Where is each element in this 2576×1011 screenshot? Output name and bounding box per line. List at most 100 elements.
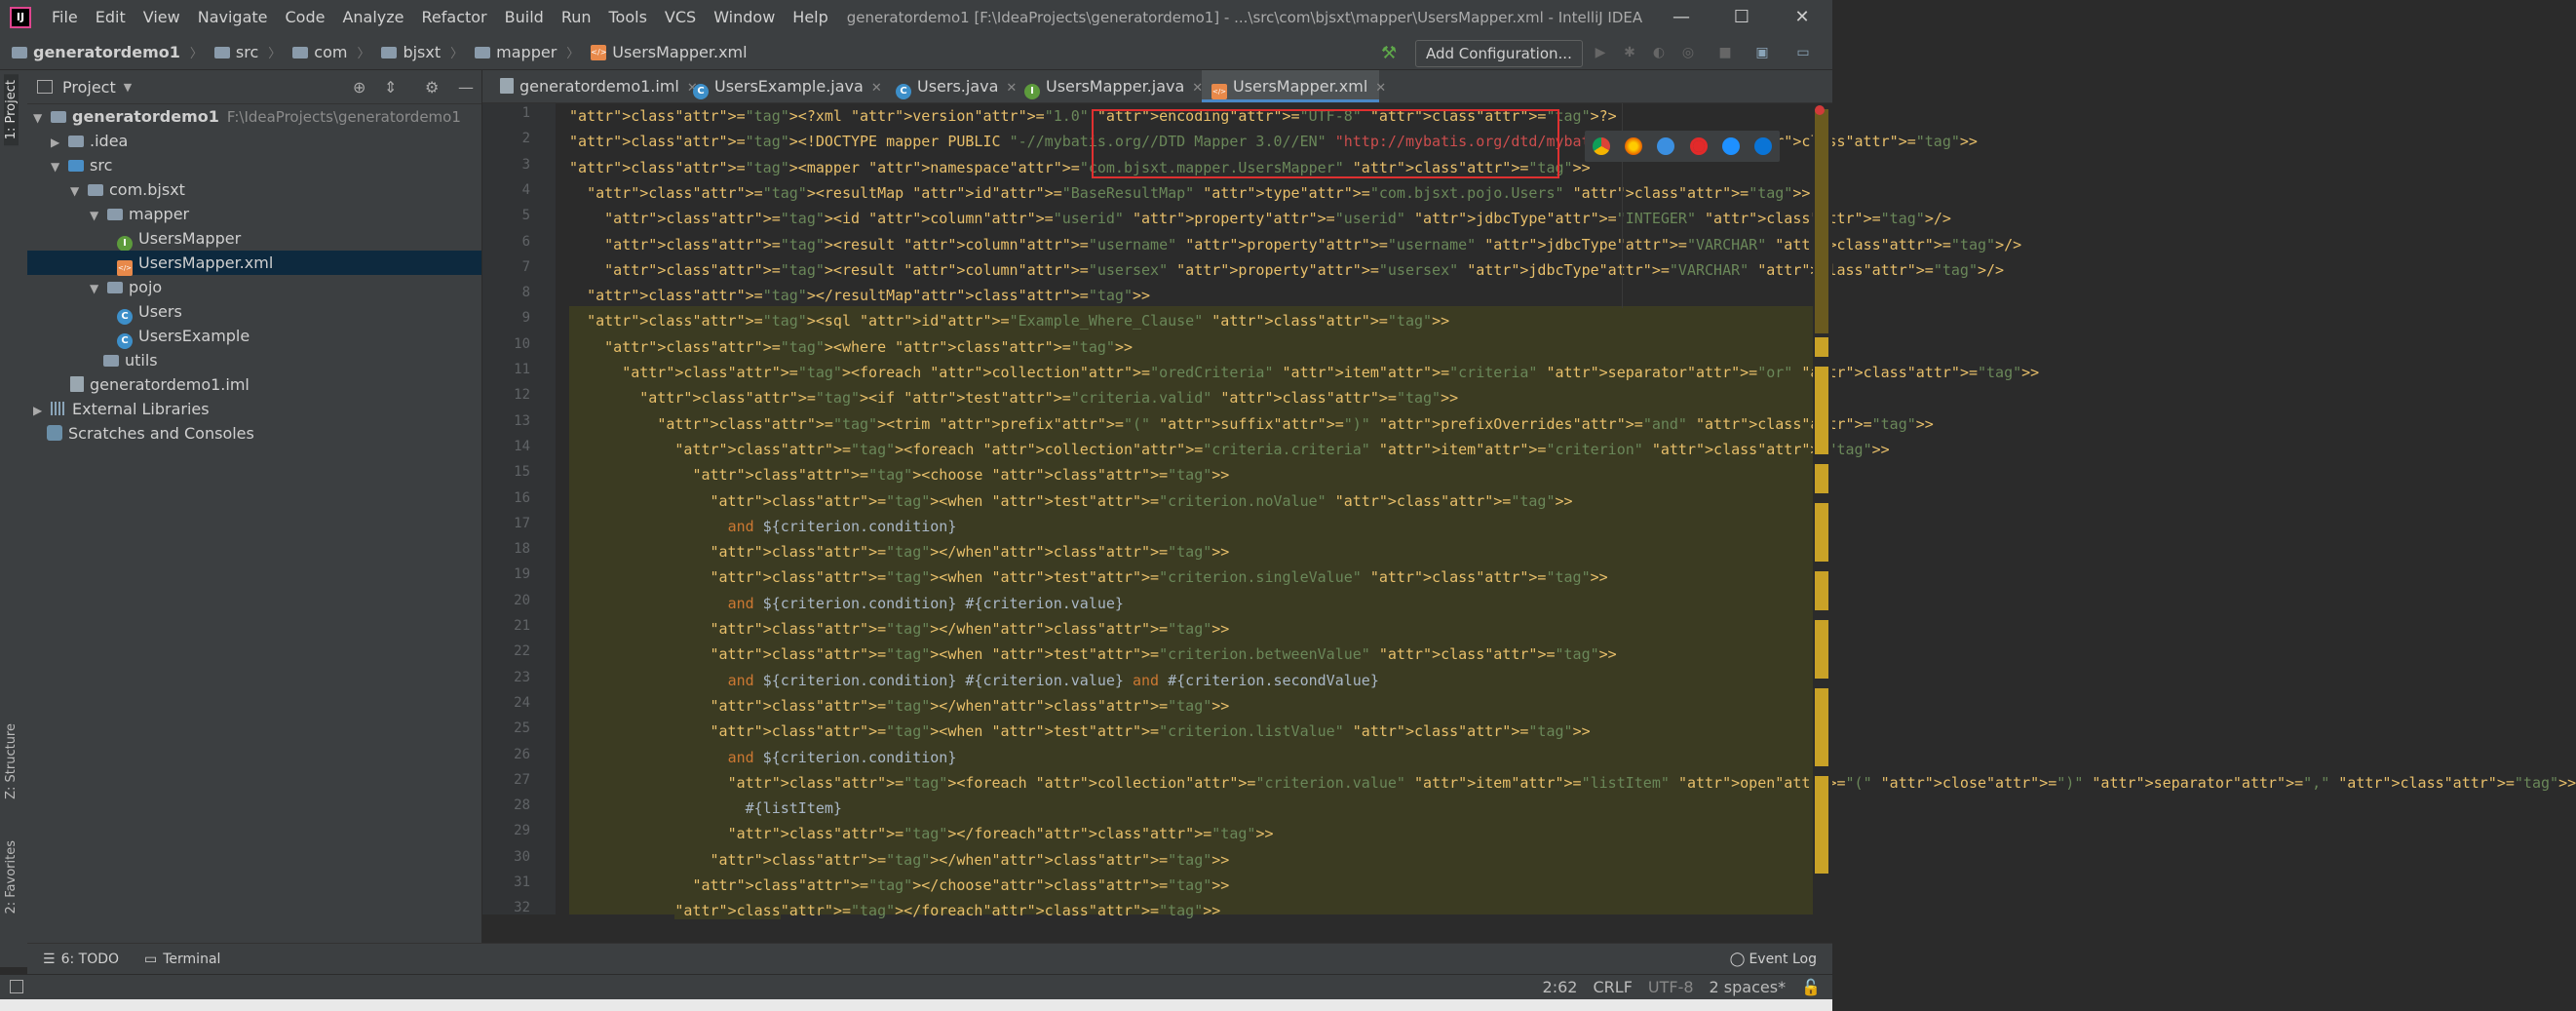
run-icon[interactable]: ▶	[1595, 45, 1606, 60]
code-line[interactable]: #{listItem}	[745, 799, 842, 818]
breadcrumb-mapper[interactable]: mapper〉	[463, 43, 579, 61]
profile-icon[interactable]: ◎	[1681, 45, 1695, 60]
close-button[interactable]: ✕	[1794, 7, 1810, 27]
code-line[interactable]: "attr">class"attr">="tag"><sql "attr">id…	[587, 312, 1450, 331]
file-encoding[interactable]: UTF-8	[1647, 978, 1694, 996]
caret-position[interactable]: 2:62	[1542, 978, 1578, 996]
code-line[interactable]: "attr">class"attr">="tag"></foreach"attr…	[674, 902, 1221, 920]
close-icon[interactable]: ✕	[1192, 81, 1204, 96]
code-line[interactable]: "attr">class"attr">="tag"></when"attr">c…	[710, 850, 1230, 869]
close-icon[interactable]: ✕	[1375, 81, 1387, 96]
code-line[interactable]: "attr">class"attr">="tag"><when "attr">t…	[710, 722, 1591, 741]
tool-windows-icon[interactable]	[10, 980, 23, 993]
tree-item-external-libraries[interactable]: ▶External Libraries	[27, 397, 481, 421]
collapse-all-icon[interactable]: ⇕	[384, 78, 398, 97]
expanded-arrow-icon[interactable]: ▼	[33, 111, 43, 125]
tree-item-idea[interactable]: ▶.idea	[27, 129, 481, 153]
code-line[interactable]: "attr">class"attr">="tag"><mapper "attr"…	[569, 158, 1591, 176]
add-configuration-button[interactable]: Add Configuration...	[1415, 40, 1583, 67]
tab-usersmapper-xml[interactable]: </>UsersMapper.xml✕	[1202, 70, 1386, 102]
breadcrumb-src[interactable]: src〉	[203, 43, 281, 61]
code-line[interactable]: "attr">class"attr">="tag"><foreach "attr…	[622, 364, 2040, 381]
firefox-icon[interactable]	[1624, 137, 1642, 155]
code-line[interactable]: "attr">class"attr">="tag"><resultMap "at…	[587, 183, 1811, 202]
tree-item-pojo[interactable]: ▼pojo	[27, 275, 481, 299]
code-line[interactable]: "attr">class"attr">="tag"><?xml "attr">v…	[569, 107, 1617, 125]
code-line[interactable]: "attr">class"attr">="tag"><result "attr"…	[604, 260, 2005, 279]
menu-analyze[interactable]: Analyze	[342, 8, 404, 26]
tree-item-utils[interactable]: utils	[27, 348, 481, 372]
code-line[interactable]: and ${criterion.condition} #{criterion.v…	[727, 594, 1124, 612]
chrome-icon[interactable]	[1592, 137, 1610, 155]
tree-item-com-bjsxt[interactable]: ▼com.bjsxt	[27, 177, 481, 202]
tab-favorites-tool[interactable]: 2: Favorites	[4, 840, 19, 914]
tab-generatordemo1-iml[interactable]: generatordemo1.iml✕	[496, 70, 698, 102]
breadcrumb-bjsxt[interactable]: bjsxt〉	[369, 43, 463, 61]
breadcrumb-project[interactable]: generatordemo1〉	[0, 43, 203, 61]
close-icon[interactable]: ✕	[686, 81, 698, 96]
debug-icon[interactable]: ✱	[1624, 45, 1635, 60]
expanded-arrow-icon[interactable]: ▼	[70, 184, 80, 198]
todo-tool-button[interactable]: ☰6: TODO	[43, 952, 119, 967]
internet-explorer-icon[interactable]	[1721, 137, 1740, 155]
menu-code[interactable]: Code	[285, 8, 326, 26]
tree-item-mapper[interactable]: ▼mapper	[27, 202, 481, 226]
code-line[interactable]: "attr">class"attr">="tag"><where "attr">…	[604, 337, 1133, 356]
opera-icon[interactable]	[1689, 137, 1708, 155]
menu-window[interactable]: Window	[713, 8, 776, 26]
collapsed-arrow-icon[interactable]: ▶	[51, 136, 60, 149]
breadcrumb-file[interactable]: </>UsersMapper.xml	[579, 43, 748, 61]
code-line[interactable]: "attr">class"attr">="tag"><choose "attr"…	[692, 466, 1230, 485]
code-line[interactable]: "attr">class"attr">="tag"></when"attr">c…	[710, 620, 1230, 638]
build-hammer-icon[interactable]: ⚒	[1381, 43, 1398, 63]
code-line[interactable]: "attr">class"attr">="tag"></resultMap"at…	[587, 287, 1151, 305]
hide-icon[interactable]: —	[458, 78, 474, 97]
tree-item-iml[interactable]: generatordemo1.iml	[27, 372, 481, 397]
terminal-icon[interactable]: ▭	[1796, 45, 1810, 60]
menu-build[interactable]: Build	[504, 8, 544, 26]
gear-icon[interactable]: ⚙	[425, 78, 440, 97]
code-line[interactable]: "attr">class"attr">="tag"><when "attr">t…	[710, 568, 1608, 587]
code-line[interactable]: "attr">class"attr">="tag"><if "attr">tes…	[639, 389, 1459, 408]
menu-view[interactable]: View	[142, 8, 180, 26]
tab-project-tool[interactable]: 1: Project	[4, 74, 19, 146]
chevron-down-icon[interactable]: ▼	[123, 80, 133, 94]
code-line[interactable]: "attr">class"attr">="tag"></when"attr">c…	[710, 696, 1230, 715]
code-line[interactable]: "attr">class"attr">="tag"><when "attr">t…	[710, 645, 1617, 664]
menu-file[interactable]: File	[52, 8, 78, 26]
maximize-button[interactable]: ☐	[1733, 7, 1750, 27]
menu-refactor[interactable]: Refactor	[421, 8, 487, 26]
code-line[interactable]: "attr">class"attr">="tag"><result "attr"…	[604, 235, 2022, 253]
tab-structure-tool[interactable]: Z: Structure	[4, 723, 19, 799]
stop-icon[interactable]: ■	[1718, 45, 1732, 60]
menu-run[interactable]: Run	[560, 8, 592, 26]
code-line[interactable]: "attr">class"attr">="tag"></choose"attr"…	[692, 876, 1230, 894]
project-structure-icon[interactable]: ▣	[1755, 45, 1769, 60]
edge-icon[interactable]	[1754, 137, 1773, 155]
code-line[interactable]: and ${criterion.condition}	[727, 517, 957, 535]
code-line[interactable]: and ${criterion.condition} #{criterion.v…	[727, 671, 1379, 689]
menu-tools[interactable]: Tools	[608, 8, 647, 26]
error-stripe[interactable]	[1813, 103, 1832, 914]
expanded-arrow-icon[interactable]: ▼	[90, 282, 99, 295]
expanded-arrow-icon[interactable]: ▼	[51, 160, 60, 174]
code-line[interactable]: "attr">class"attr">="tag"><id "attr">col…	[604, 210, 1951, 228]
menu-help[interactable]: Help	[792, 8, 828, 26]
expanded-arrow-icon[interactable]: ▼	[90, 209, 99, 222]
menu-vcs[interactable]: VCS	[664, 8, 697, 26]
menu-edit[interactable]: Edit	[95, 8, 126, 26]
minimize-button[interactable]: —	[1672, 7, 1690, 27]
code-line[interactable]: "attr">class"attr">="tag"></foreach"attr…	[727, 825, 1274, 843]
safari-icon[interactable]	[1657, 137, 1675, 155]
code-line[interactable]: "attr">class"attr">="tag"><foreach "attr…	[674, 440, 1890, 458]
indent-setting[interactable]: 2 spaces*	[1709, 978, 1787, 996]
code-line[interactable]: and ${criterion.condition}	[727, 748, 957, 766]
code-line[interactable]: "attr">class"attr">="tag"><trim "attr">p…	[657, 414, 1934, 433]
error-indicator-icon[interactable]	[1815, 105, 1825, 115]
line-separator[interactable]: CRLF	[1593, 978, 1633, 996]
